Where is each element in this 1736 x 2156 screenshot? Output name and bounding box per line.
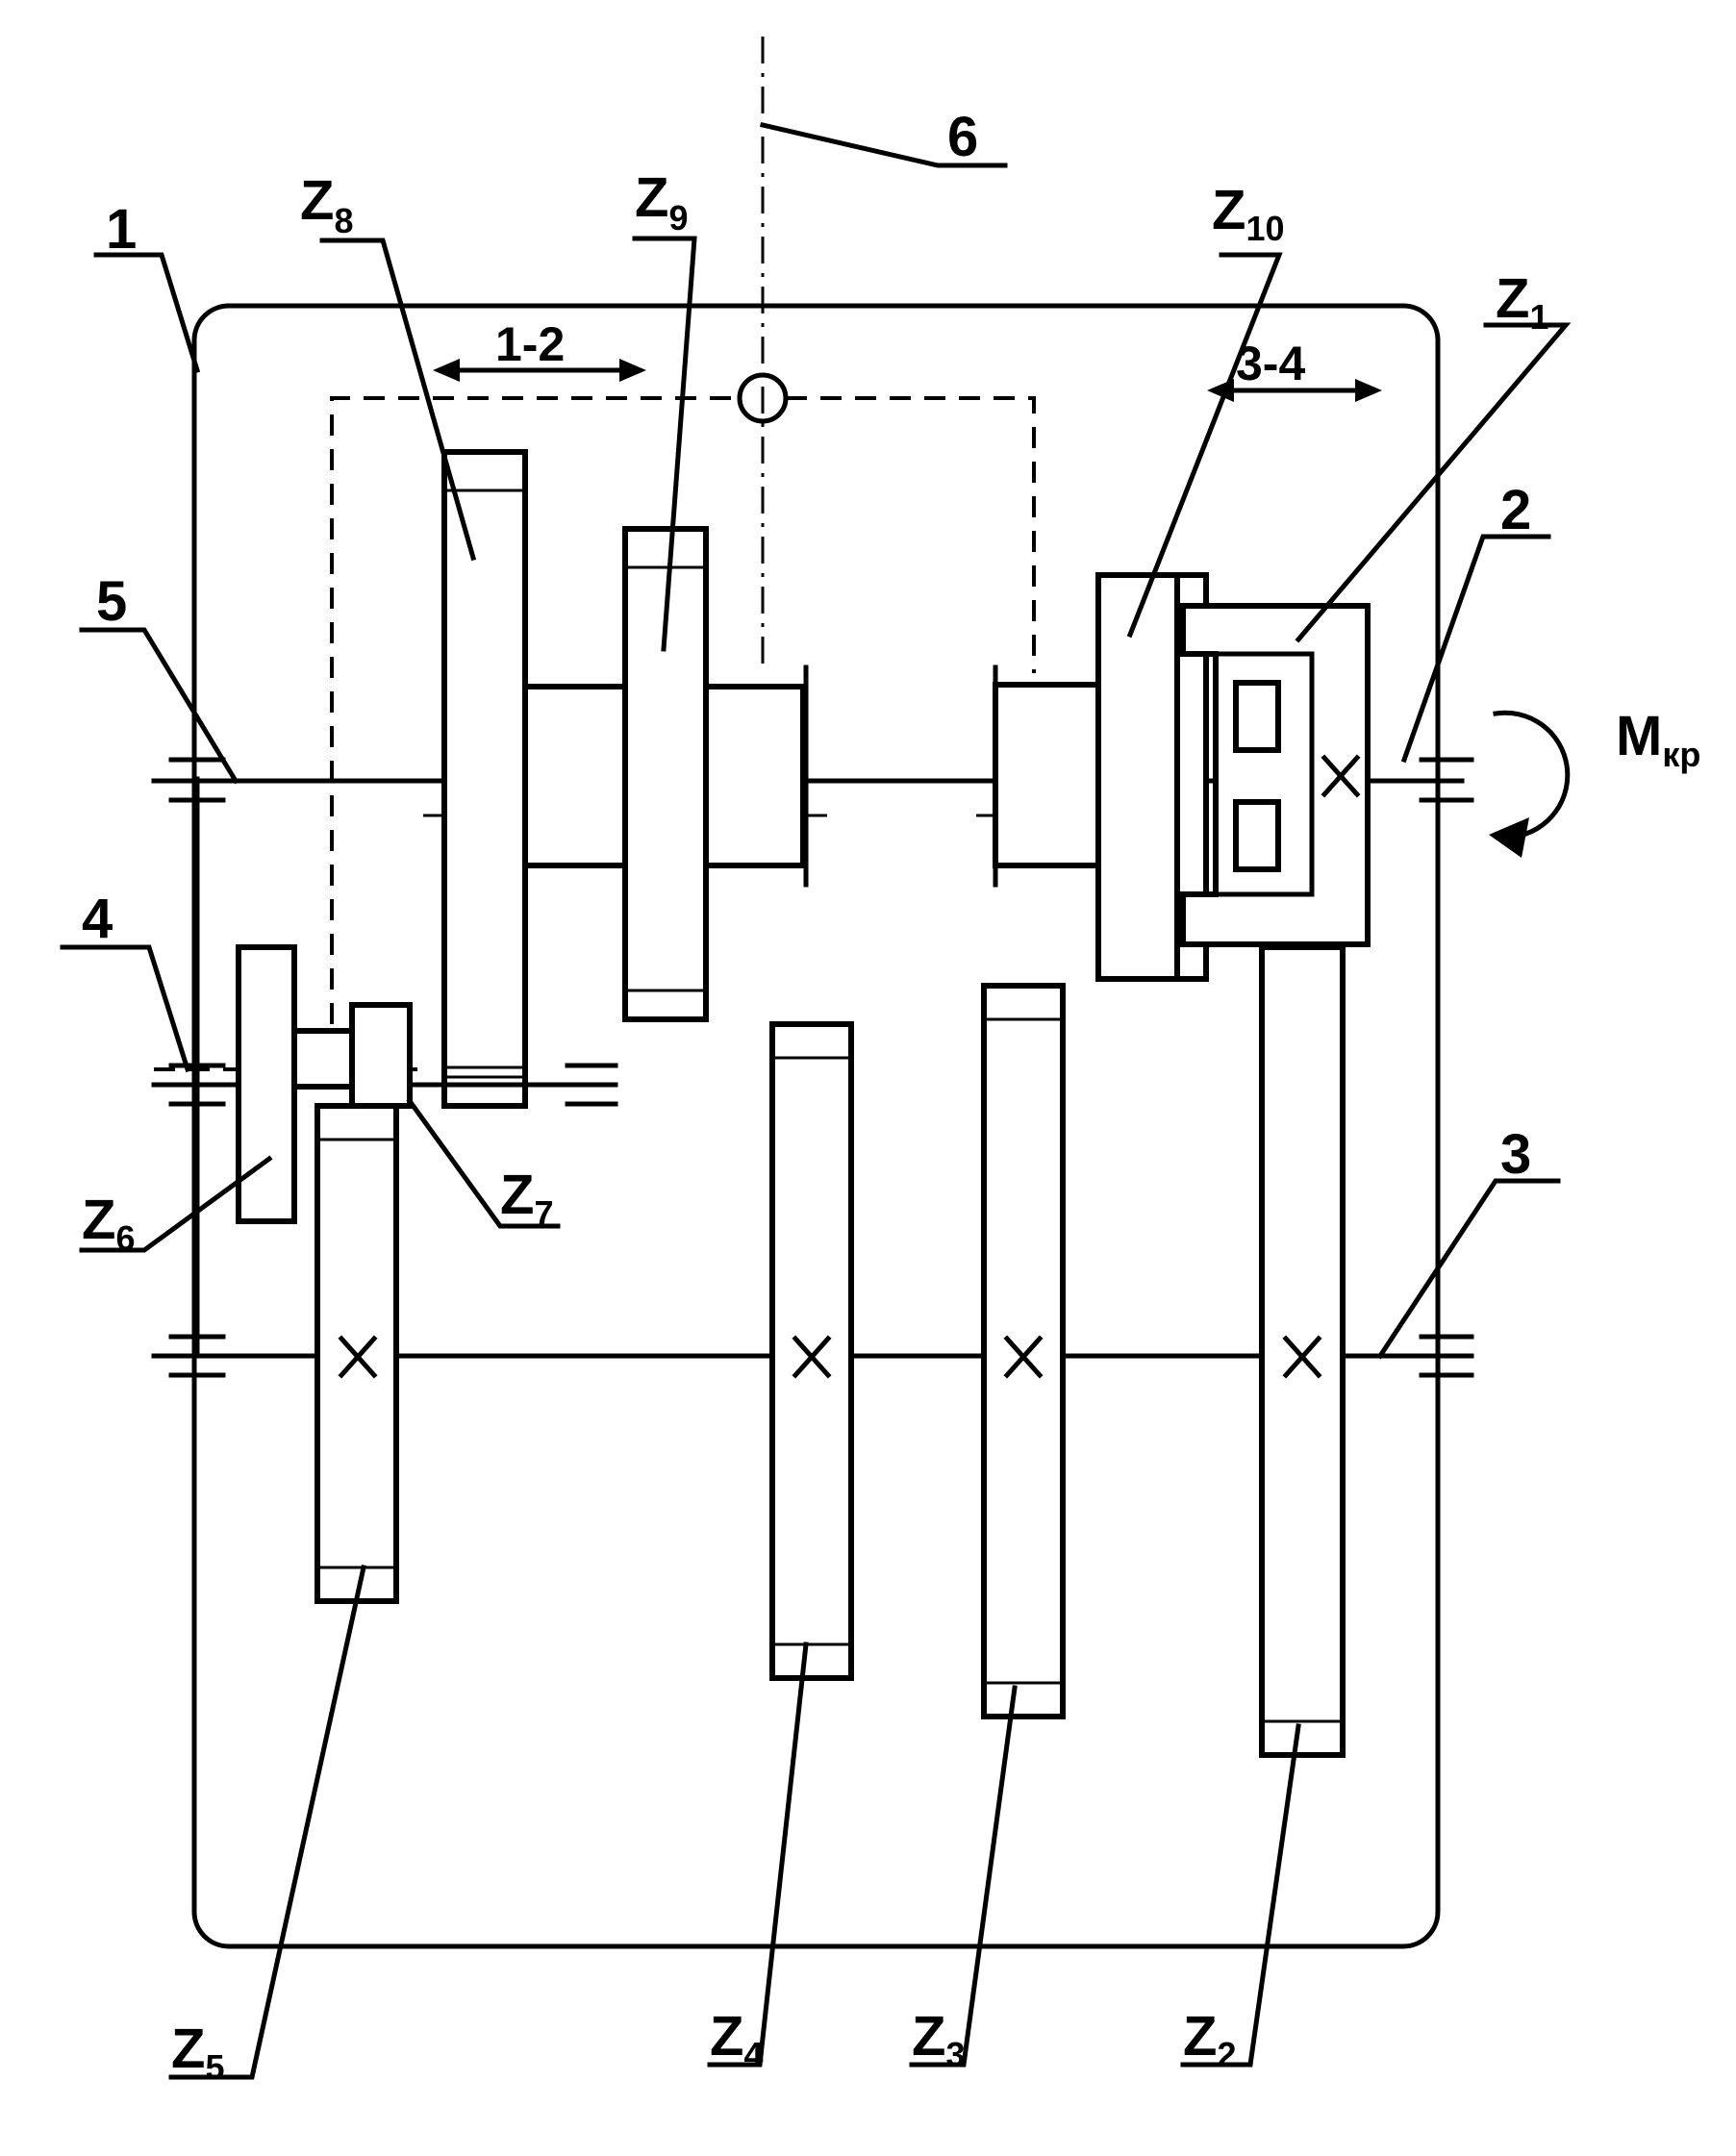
gearbox-housing: [191, 303, 1441, 1949]
label-part-5: 5: [96, 570, 127, 633]
gear-z1-shaft-cross: [1321, 754, 1361, 798]
label-z7: Z7: [500, 1164, 553, 1233]
label-z9: Z9: [635, 166, 688, 238]
label-z8: Z8: [300, 169, 353, 240]
gear-z1-tooth-upper: [1233, 680, 1281, 753]
bearing-left-upper: [168, 757, 226, 803]
label-z1: Z1: [1496, 267, 1548, 337]
label-z10: Z10: [1212, 179, 1284, 248]
bearing-right-upper: [1419, 757, 1474, 803]
torque-arrowhead: [1489, 817, 1529, 858]
gear-z2: [1259, 944, 1346, 1758]
label-part-2: 2: [1500, 479, 1531, 541]
label-z6: Z6: [82, 1189, 135, 1258]
gear-z7: [349, 1002, 413, 1109]
fixed-mark-z3: [1003, 1335, 1044, 1379]
label-z3: Z3: [912, 2005, 965, 2074]
label-z4: Z4: [710, 2005, 763, 2074]
shift-linkage-dashed-right: [786, 396, 1036, 673]
gear-z1-inner: [1213, 651, 1315, 897]
fixed-mark-z4: [792, 1335, 832, 1379]
bearing-right-counter: [1419, 1334, 1474, 1378]
torque-arrow: [1493, 710, 1571, 840]
bearing-left-idler: [168, 1063, 226, 1107]
shift-arrow-1-2: [433, 359, 646, 382]
bearing-idler-right: [565, 1063, 618, 1107]
leader-lines: [60, 122, 1572, 2080]
gear-z8: [441, 449, 528, 1109]
label-torque: Mкр: [1616, 705, 1700, 774]
gear-z4: [769, 1021, 854, 1681]
gear-z1-clutch-housing: [1180, 603, 1371, 947]
label-part-4: 4: [82, 888, 113, 950]
fixed-mark-z5: [338, 1335, 378, 1379]
gear-z10: [1095, 572, 1180, 982]
gear-z3: [981, 983, 1066, 1719]
sync-3-4-hub: [993, 682, 1104, 868]
gear-z1-tooth-lower: [1233, 799, 1281, 872]
label-z5: Z5: [171, 2018, 224, 2087]
label-shift-3-4: 3-4: [1236, 337, 1305, 390]
label-z2: Z2: [1183, 2005, 1236, 2074]
label-part-3: 3: [1500, 1123, 1531, 1186]
shift-linkage-dashed: [330, 396, 740, 1024]
gear-z6: [236, 944, 297, 1224]
label-part-1: 1: [106, 198, 137, 261]
label-shift-1-2: 1-2: [495, 317, 565, 371]
label-part-6: 6: [947, 106, 978, 168]
bearing-left-counter: [168, 1334, 226, 1378]
fixed-mark-z2: [1282, 1335, 1322, 1379]
